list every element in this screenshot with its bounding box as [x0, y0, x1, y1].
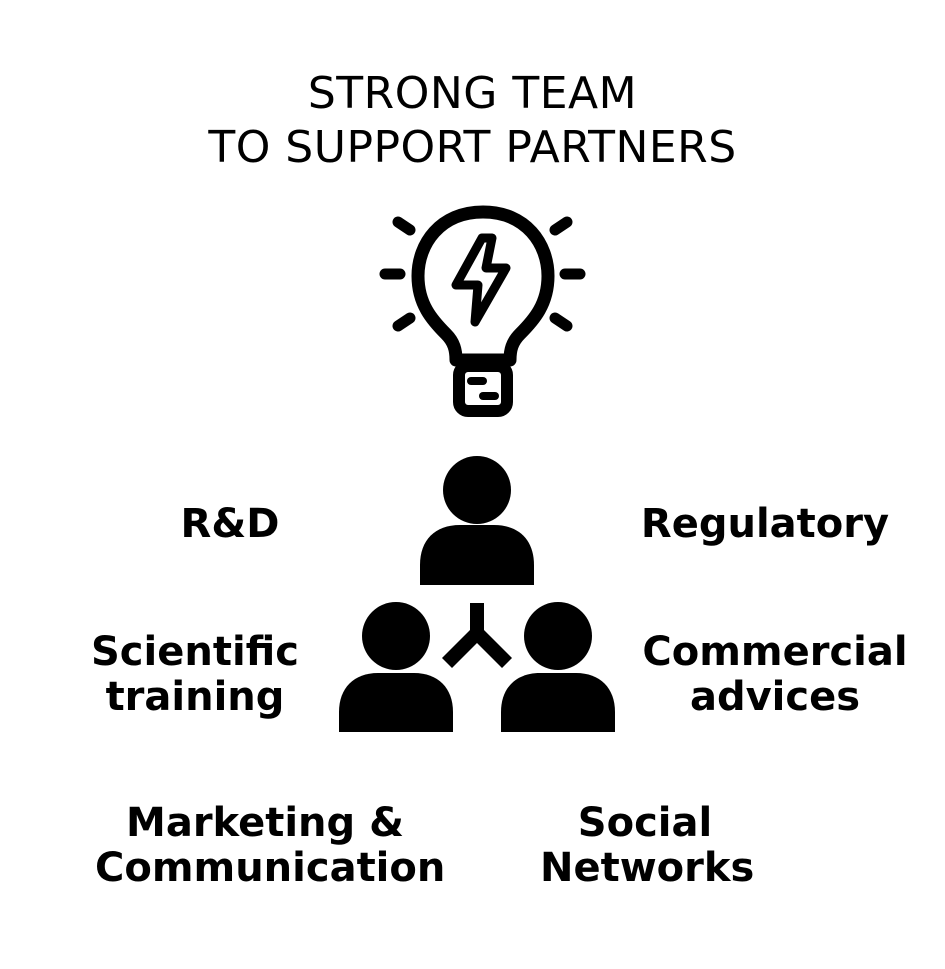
label-scientific-line1: Scientific [90, 629, 300, 675]
label-scientific-line2: training [105, 674, 285, 720]
label-rnd: R&D [180, 501, 280, 547]
bulb-base [453, 360, 513, 417]
label-social-line1: Social [577, 800, 713, 846]
label-marketing-line2: Communication [95, 845, 446, 891]
right-person-head [524, 602, 592, 670]
lightning-bolt [451, 233, 511, 327]
title-line-2: TO SUPPORT PARTNERS [208, 122, 737, 173]
left-person-body [339, 673, 453, 732]
top-person-head [443, 456, 511, 524]
right-person-body [501, 673, 615, 732]
label-regulatory: Regulatory [640, 501, 890, 547]
team-connector [442, 603, 512, 668]
label-commercial-line2: advices [689, 674, 861, 720]
label-commercial-line1: Commercial [642, 629, 908, 675]
left-person-head [362, 602, 430, 670]
label-social-line2: Networks [540, 845, 755, 891]
label-marketing-line1: Marketing & [126, 800, 404, 846]
lightbulb-lightning-icon [379, 205, 586, 417]
top-person-body [420, 525, 534, 585]
title-line-1: STRONG TEAM [307, 68, 638, 119]
light-rays [379, 216, 586, 332]
team-people-icon [339, 456, 615, 732]
